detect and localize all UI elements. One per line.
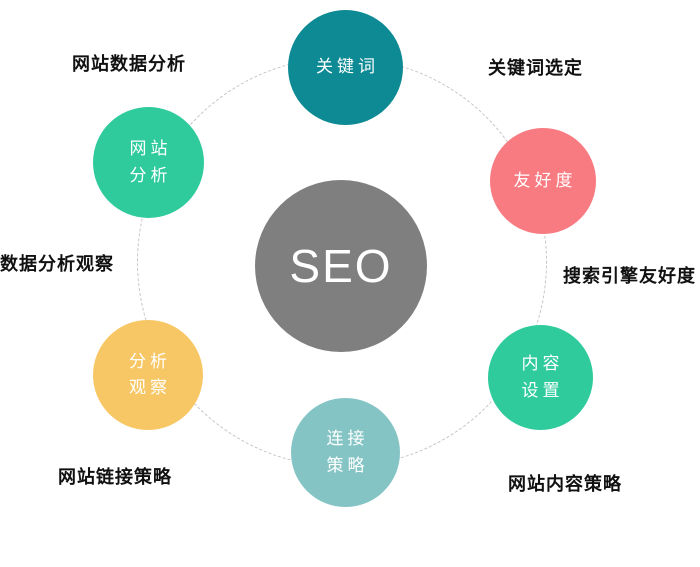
node-link-strategy-line1: 连接 [326, 429, 369, 449]
node-friendliness: 友好度 [490, 128, 596, 234]
node-site-analysis: 网站 分析 [93, 107, 204, 218]
node-site-analysis-line2: 分析 [129, 165, 172, 185]
node-site-analysis-line1: 网站 [129, 139, 172, 159]
node-keywords: 关键词 [288, 10, 403, 125]
node-friendliness-label: 友好度 [513, 170, 577, 190]
caption-keyword-selection: 关键词选定 [488, 58, 583, 78]
node-analysis-observation-line1: 分析 [129, 351, 171, 371]
caption-data-analysis-observation: 数据分析观察 [0, 254, 114, 274]
caption-website-content-strategy: 网站内容策略 [508, 474, 622, 494]
node-link-strategy: 连接 策略 [291, 398, 400, 507]
node-analysis-observation-line2: 观察 [129, 378, 171, 397]
node-content-settings-line1: 内容 [521, 354, 564, 374]
node-keywords-label: 关键词 [316, 57, 379, 77]
node-content-settings: 内容 设置 [488, 325, 593, 430]
center-node-seo: SEO [255, 180, 427, 352]
node-link-strategy-line2: 策略 [326, 455, 369, 475]
caption-search-engine-friendliness: 搜索引擎友好度 [563, 266, 696, 286]
node-analysis-observation: 分析 观察 [93, 320, 203, 430]
caption-website-link-strategy: 网站链接策略 [58, 467, 172, 487]
node-content-settings-line2: 设置 [521, 380, 564, 400]
center-node-label: SEO [289, 240, 393, 292]
caption-website-data-analysis: 网站数据分析 [72, 54, 186, 74]
